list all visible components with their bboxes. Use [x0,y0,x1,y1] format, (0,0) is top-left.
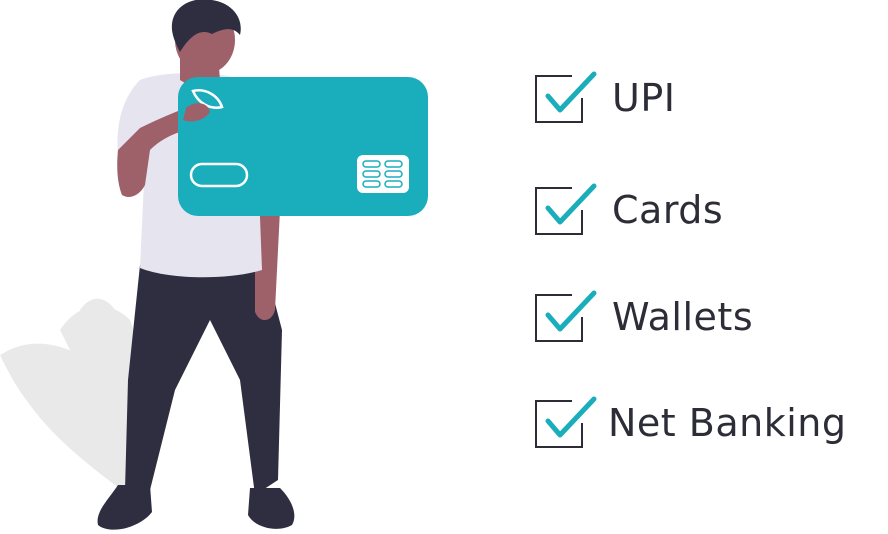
leaf-decoration [0,298,142,495]
payment-method-upi: UPI [530,68,675,128]
checkbox-checked-icon [535,183,597,235]
right-arm [255,210,280,321]
card-pill-shape [189,162,249,188]
payment-method-label: Cards [612,188,724,232]
payment-method-cards: Cards [530,180,723,240]
chip-icon [357,155,409,193]
payment-method-label: Wallets [612,295,754,339]
payment-method-wallets: Wallets [530,287,753,347]
checkbox-checked-icon [535,290,597,342]
checkbox-checked-icon [535,71,597,123]
payment-methods-checklist: UPI Cards Wallets Net Banking [530,0,888,534]
payment-method-label: Net Banking [608,401,847,445]
leaf-logo-icon [191,89,224,109]
person-holding-card-illustration [0,0,428,530]
payment-method-label: UPI [612,76,676,120]
checkbox-checked-icon [535,396,597,448]
hand [183,103,210,122]
payment-method-net-banking: Net Banking [530,393,847,453]
head [171,0,241,74]
pants [125,265,282,495]
shoes [97,485,295,530]
payment-card [178,77,428,216]
